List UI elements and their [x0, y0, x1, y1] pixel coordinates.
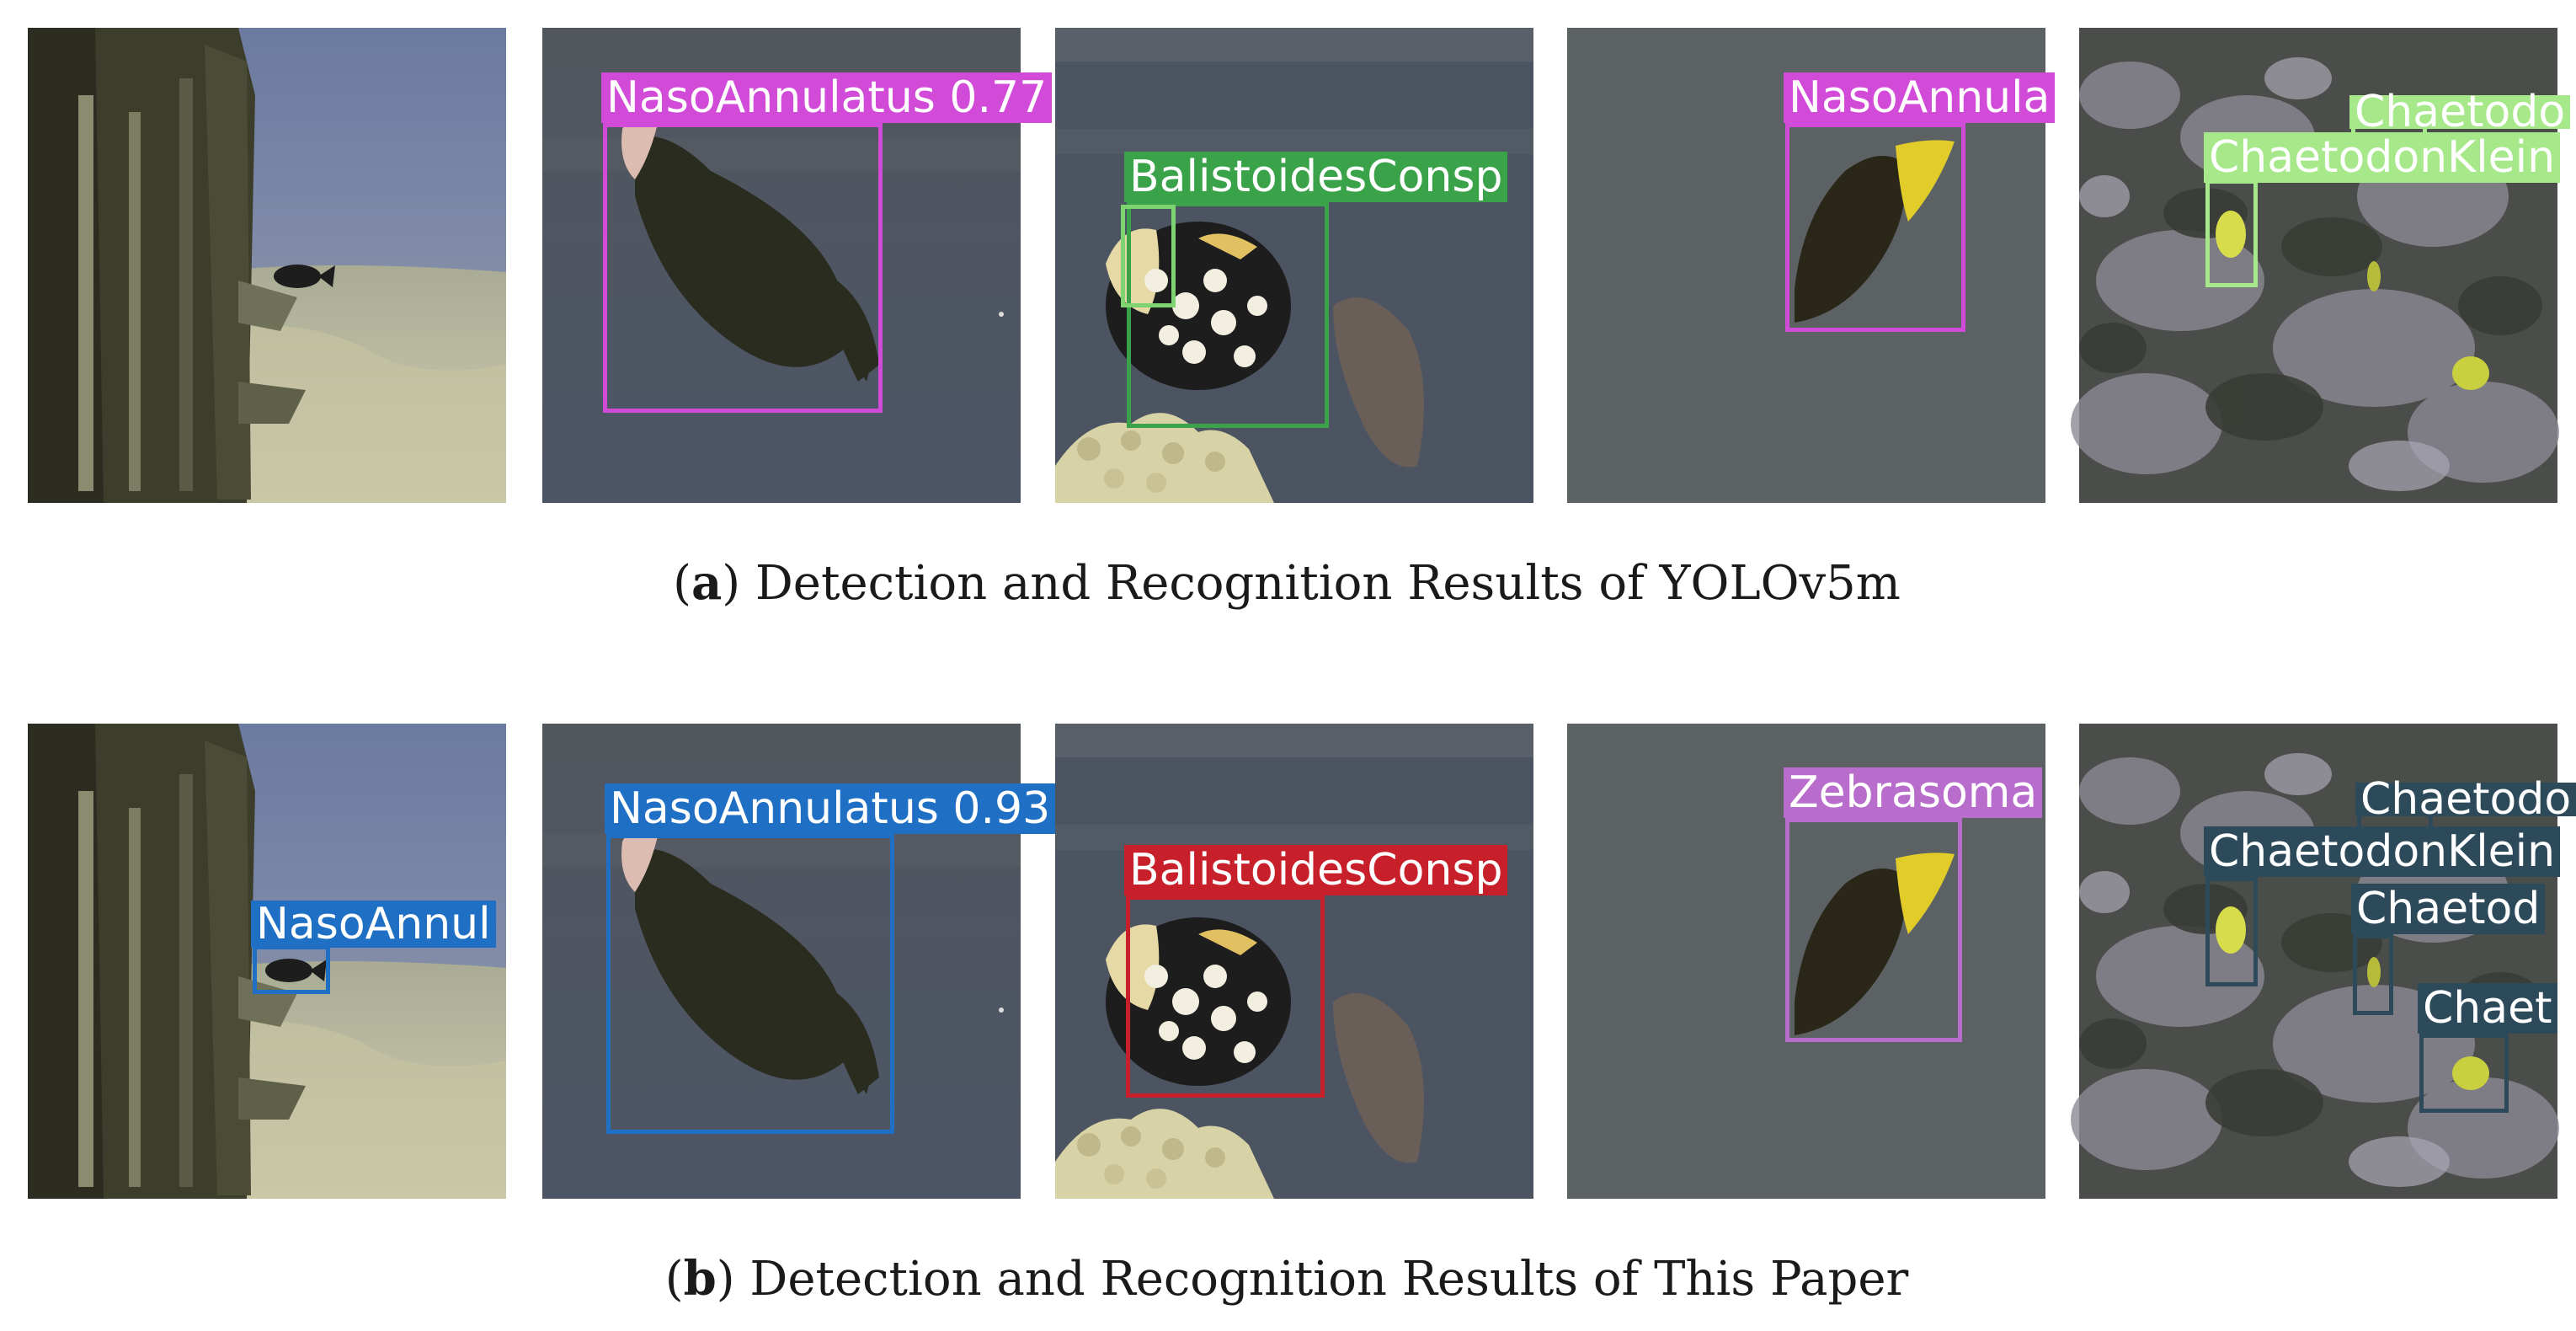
detection-box: [603, 123, 883, 413]
detection-box: [2205, 877, 2258, 986]
detection-label: BalistoidesConsp: [1124, 152, 1508, 202]
panel-b-zebrasoma: Zebrasoma: [1567, 724, 2045, 1199]
detection-label: Chaetod: [2351, 884, 2546, 934]
detection-label: Zebrasoma: [1784, 767, 2043, 818]
detection-box: [1785, 123, 1965, 332]
detection-box: [606, 834, 894, 1134]
panel-a-zebrasoma: NasoAnnula: [1567, 28, 2056, 503]
panel-a-wreck: [28, 28, 506, 503]
panel-a-balistoides: BalistoidesConsp: [1055, 28, 1533, 503]
detection-label: NasoAnnulatus 0.93: [605, 783, 1056, 834]
caption-b: (b) Detection and Recognition Results of…: [664, 1251, 1909, 1307]
detection-box: [1126, 895, 1325, 1098]
detection-label: ChaetodonKlein: [2204, 826, 2561, 877]
panel-a-naso: NasoAnnulatus 0.77: [542, 28, 1053, 503]
detection-box: [2205, 179, 2258, 287]
detection-box: [253, 945, 330, 994]
caption-tag: b: [683, 1251, 717, 1307]
panel-b-reef: Chaetodo ChaetodonKlein Chaetod Chaet: [2071, 724, 2576, 1199]
detection-box-secondary: [1121, 205, 1176, 307]
balistoides-scene-image: [1055, 724, 1533, 1199]
detection-label: Chaetodo: [2355, 778, 2576, 821]
caption-a: (a) Detection and Recognition Results of…: [673, 555, 1901, 611]
detection-box: [2353, 934, 2393, 1015]
detection-label: Chaet: [2418, 983, 2557, 1034]
panel-b-balistoides: BalistoidesConsp: [1055, 724, 1533, 1199]
caption-text: Detection and Recognition Results of YOL…: [755, 556, 1901, 611]
wreck-scene-image: [28, 724, 506, 1199]
detection-box: [1785, 818, 1962, 1042]
panel-b-wreck: NasoAnnul: [28, 724, 506, 1199]
detection-label: NasoAnnula: [1784, 72, 2056, 123]
detection-box: [1127, 202, 1329, 428]
detection-label: BalistoidesConsp: [1124, 845, 1508, 895]
panel-a-reef: Chaetodo ChaetodonKlein: [2071, 28, 2571, 503]
detection-label: Chaetodo: [2349, 90, 2571, 134]
detection-box: [2419, 1034, 2509, 1113]
caption-tag: a: [691, 555, 723, 611]
panel-b-naso: NasoAnnulatus 0.93: [542, 724, 1056, 1199]
caption-text: Detection and Recognition Results of Thi…: [749, 1252, 1909, 1307]
wreck-scene-image: [28, 28, 506, 503]
detection-label: NasoAnnul: [251, 901, 496, 948]
detection-label: ChaetodonKlein: [2204, 132, 2561, 183]
detection-label: NasoAnnulatus 0.77: [601, 72, 1053, 123]
